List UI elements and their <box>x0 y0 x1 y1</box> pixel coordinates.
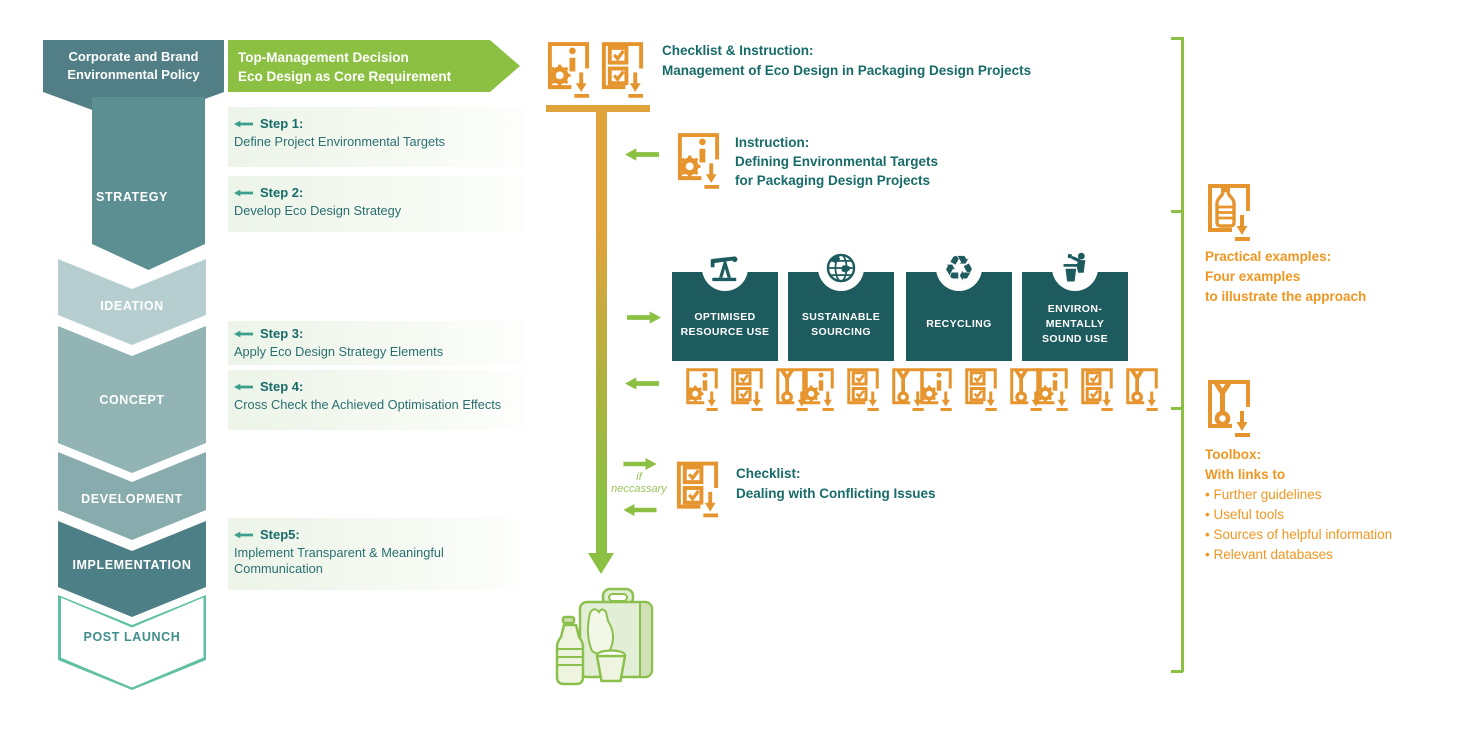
instruction-document-icon <box>798 366 838 411</box>
if-necessary-label: if neccassary <box>611 471 667 495</box>
phase-label-concept: CONCEPT <box>99 393 165 407</box>
step-desc: Develop Eco Design Strategy <box>234 203 402 218</box>
toolbox-item: • Useful tools <box>1205 506 1285 522</box>
step-left-arrow-icon <box>234 330 253 338</box>
phase-label-strategy: STRATEGY <box>96 190 168 204</box>
strategy-box-label: SUSTAINABLE SOURCING <box>801 311 881 338</box>
policy-box: Corporate and Brand Environmental Policy <box>43 40 224 92</box>
bracket-line <box>1181 37 1184 672</box>
strategy-box-environmentally-sound-use: ENVIRON- MENTALLY SOUND USE <box>1022 245 1128 361</box>
step-left-arrow-icon <box>234 120 253 128</box>
person-bin-icon <box>1052 245 1098 291</box>
checklist-document-icon <box>961 366 1001 411</box>
step-desc: Implement Transparent & Meaningful Commu… <box>234 545 444 576</box>
recycling-icon <box>936 245 982 291</box>
banner-line2: Eco Design as Core Requirement <box>238 69 452 84</box>
instruction-line2: for Packaging Design Projects <box>735 173 931 188</box>
strategy-box-label: OPTIMISED RESOURCE USE <box>680 311 770 338</box>
step-desc: Define Project Environmental Targets <box>234 134 446 149</box>
bracket-top-cap <box>1171 37 1183 40</box>
practical-examples-line1: Four examples <box>1205 268 1301 284</box>
globe-icon <box>818 245 864 291</box>
step-label: Step 2: <box>260 185 304 200</box>
spine-arrowhead-icon <box>588 553 614 574</box>
step-label: Step 4: <box>260 379 304 394</box>
practical-examples-line2: to illustrate the approach <box>1205 288 1367 304</box>
step-desc: Apply Eco Design Strategy Elements <box>234 344 444 359</box>
conflict-checklist-subtitle: Dealing with Conflicting Issues <box>736 486 936 501</box>
step-left-arrow-icon <box>234 189 253 197</box>
instruction-document-icon <box>675 129 722 190</box>
bottle-document-icon <box>1205 181 1253 241</box>
checklist-document-icon <box>674 455 721 521</box>
step-row-1: Step 1: Define Project Environmental Tar… <box>228 107 523 167</box>
phase-label-development: DEVELOPMENT <box>81 492 183 506</box>
strategy-box-optimised-resource-use: OPTIMISED RESOURCE USE <box>672 245 778 361</box>
step-label: Step 1: <box>260 116 304 131</box>
step-desc: Cross Check the Achieved Optimisation Ef… <box>234 397 502 412</box>
checklist-document-icon <box>599 39 646 98</box>
top-management-banner: Top-Management Decision Eco Design as Co… <box>228 40 520 92</box>
toolbox-document-icon <box>1205 377 1253 437</box>
toolbox-document-icon <box>1122 366 1162 411</box>
bracket-tick <box>1171 407 1182 410</box>
conflict-checklist-title: Checklist: <box>736 466 801 481</box>
checklist-instruction-title: Checklist & Instruction: <box>662 43 814 58</box>
instruction-document-icon <box>545 39 592 98</box>
instruction-document-icon <box>916 366 956 411</box>
toolbox-subtitle: With links to <box>1205 466 1286 482</box>
toolbox-item: • Sources of helpful information <box>1205 526 1393 542</box>
practical-examples-title: Practical examples: <box>1205 249 1332 264</box>
checklist-document-icon <box>727 366 767 411</box>
toolbox-item: • Relevant databases <box>1205 546 1333 562</box>
phase-band-strategy <box>92 97 205 270</box>
instruction-document-icon <box>682 366 722 411</box>
practical-examples-block: Practical examples: Four examples to ill… <box>1205 247 1366 307</box>
left-arrow-icon <box>625 377 659 390</box>
instruction-title: Instruction: <box>735 135 810 150</box>
right-arrow-icon <box>623 458 657 470</box>
instruction-line1: Defining Environmental Targets <box>735 154 939 169</box>
step-row-5: Step5: Implement Transparent & Meaningfu… <box>228 518 518 590</box>
checklist-document-icon <box>843 366 883 411</box>
step-row-4: Step 4: Cross Check the Achieved Optimis… <box>228 370 523 430</box>
step-left-arrow-icon <box>234 531 253 539</box>
step-left-arrow-icon <box>234 383 253 391</box>
right-arrow-icon <box>627 311 661 324</box>
strategy-box-sustainable-sourcing: SUSTAINABLE SOURCING <box>788 245 894 361</box>
packaging-illustration <box>555 587 654 686</box>
spine-crossbar <box>546 105 650 112</box>
bracket-tick <box>1171 210 1182 213</box>
strategy-box-label: RECYCLING <box>926 318 992 330</box>
strategy-box-label: ENVIRON- MENTALLY SOUND USE <box>1041 303 1109 345</box>
left-arrow-icon <box>625 148 659 161</box>
step-row-3: Step 3: Apply Eco Design Strategy Elemen… <box>228 321 523 365</box>
checklist-document-icon <box>1077 366 1117 411</box>
toolbox-block: Toolbox: With links to • Further guideli… <box>1205 445 1392 565</box>
step-label: Step 3: <box>260 326 304 341</box>
instruction-heading: Instruction: Defining Environmental Targ… <box>735 133 938 190</box>
toolbox-item: • Further guidelines <box>1205 486 1322 502</box>
strategy-box-recycling: RECYCLING <box>906 245 1012 361</box>
step-label: Step5: <box>260 527 300 542</box>
phase-label-ideation: IDEATION <box>100 299 164 313</box>
phase-label-post-launch: POST LAUNCH <box>83 630 181 644</box>
checklist-instruction-subtitle: Management of Eco Design in Packaging De… <box>662 63 1032 78</box>
instruction-document-icon <box>1032 366 1072 411</box>
toolbox-title: Toolbox: <box>1205 447 1261 462</box>
step-row-2: Step 2: Develop Eco Design Strategy <box>228 176 523 232</box>
bracket-bottom-cap <box>1171 670 1183 673</box>
conflict-checklist-heading: Checklist: Dealing with Conflicting Issu… <box>736 464 936 504</box>
oil-pump-icon <box>702 245 748 291</box>
phase-label-implementation: IMPLEMENTATION <box>72 558 192 572</box>
checklist-instruction-heading: Checklist & Instruction: Management of E… <box>662 41 1031 81</box>
spine-line <box>596 112 607 555</box>
banner-line1: Top-Management Decision <box>238 50 409 65</box>
left-arrow-icon <box>623 504 657 516</box>
